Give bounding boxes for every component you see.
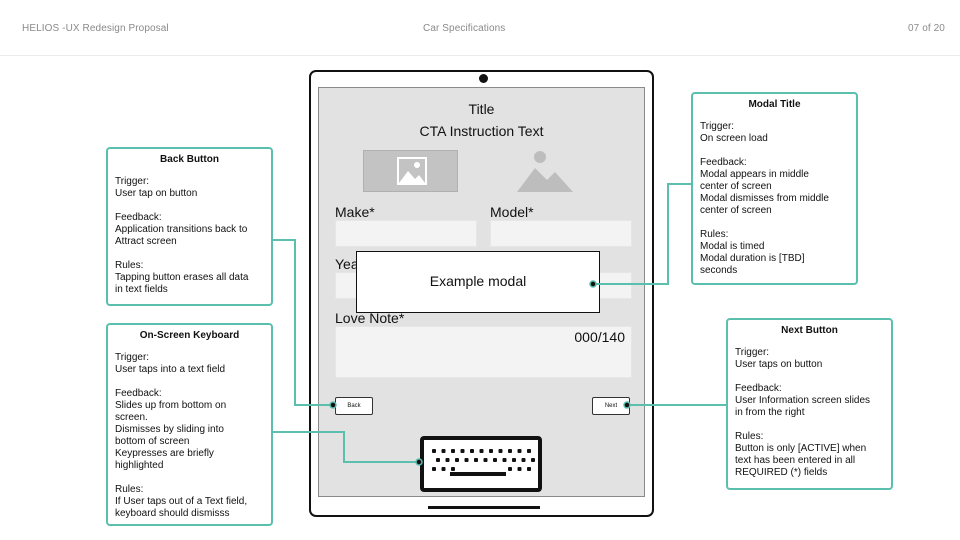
annotation-line: Modal is timed bbox=[700, 241, 765, 252]
annotation-line: Feedback: bbox=[115, 212, 162, 223]
annotation-line: Keypresses are briefly bbox=[115, 448, 214, 459]
annotation-line: On screen load bbox=[700, 133, 768, 144]
example-modal[interactable]: Example modal bbox=[356, 251, 600, 313]
annotation-line: in from the right bbox=[735, 407, 805, 418]
annotation-line: screen. bbox=[115, 412, 148, 423]
annotation-line: Trigger: bbox=[115, 352, 150, 363]
annotation-line: center of screen bbox=[700, 181, 772, 192]
character-counter: 000/140 bbox=[574, 329, 625, 345]
annotation-line: Modal duration is [TBD] bbox=[700, 253, 805, 264]
annotation-line: User Information screen slides bbox=[735, 395, 871, 406]
annotation-line: REQUIRED (*) fields bbox=[735, 467, 828, 478]
annotation-line: bottom of screen bbox=[115, 436, 190, 447]
presentation-title: HELIOS -UX Redesign Proposal bbox=[22, 23, 169, 34]
annotation-line: If User taps out of a Text field, bbox=[115, 496, 248, 507]
annotation-title: Back Button bbox=[160, 154, 219, 165]
annotation-line: Rules: bbox=[115, 484, 144, 495]
cta-instruction: CTA Instruction Text bbox=[419, 123, 544, 139]
camera-dot bbox=[479, 74, 488, 83]
annotation-line: Attract screen bbox=[115, 236, 177, 247]
home-indicator bbox=[428, 506, 540, 509]
love-note-field[interactable]: 000/140 bbox=[335, 326, 632, 378]
annotation-line: Feedback: bbox=[115, 388, 162, 399]
make-label: Make* bbox=[335, 204, 375, 220]
annotation-line: Feedback: bbox=[735, 383, 782, 394]
annotation-line: Rules: bbox=[700, 229, 729, 240]
annotation-title: On-Screen Keyboard bbox=[139, 330, 240, 341]
annotation-line: Modal dismisses from middle bbox=[700, 193, 829, 204]
annotation-line: highlighted bbox=[115, 460, 164, 471]
image-placeholder-icon bbox=[363, 150, 458, 192]
annotation-line: User taps into a text field bbox=[115, 364, 226, 375]
annotation-line: keyboard should dismisss bbox=[115, 508, 230, 519]
annotation-line: in text fields bbox=[115, 284, 168, 295]
annotation-line: Tapping button erases all data bbox=[115, 272, 249, 283]
screen-title: Title bbox=[468, 101, 495, 117]
slide-title: Car Specifications bbox=[423, 23, 506, 34]
annotation-line: User tap on button bbox=[115, 188, 198, 199]
annotation-line: Feedback: bbox=[700, 157, 747, 168]
model-field[interactable] bbox=[490, 220, 632, 247]
annotation-line: Slides up from bottom on bbox=[115, 400, 227, 411]
annotation-line: Button is only [ACTIVE] when bbox=[735, 443, 867, 454]
annotation-title: Next Button bbox=[781, 325, 838, 336]
annotation-line: Trigger: bbox=[115, 176, 150, 187]
annotation-line: text has been entered in all bbox=[735, 455, 856, 466]
model-label: Model* bbox=[490, 204, 534, 220]
tablet-frame: Title CTA Instruction Text Make* Model* … bbox=[309, 70, 654, 517]
annotation-line: Rules: bbox=[115, 260, 144, 271]
annotation-line: Dismisses by sliding into bbox=[115, 424, 224, 435]
annotation-line: Trigger: bbox=[735, 347, 770, 358]
header-divider bbox=[0, 55, 960, 56]
annotation-line: Trigger: bbox=[700, 121, 735, 132]
make-field[interactable] bbox=[335, 220, 477, 247]
annotation-line: seconds bbox=[700, 265, 738, 276]
mountain-image-icon bbox=[517, 150, 575, 192]
annotation-title: Modal Title bbox=[748, 99, 801, 110]
year-label: Yea bbox=[335, 256, 359, 272]
annotation-line: Application transitions back to bbox=[115, 224, 248, 235]
annotation-line: User taps on button bbox=[735, 359, 823, 370]
tablet-screen: Title CTA Instruction Text Make* Model* … bbox=[318, 87, 645, 497]
annotation-line: Rules: bbox=[735, 431, 764, 442]
annotation-on-screen-keyboard: On-Screen Keyboard Trigger:User taps int… bbox=[106, 323, 273, 526]
love-note-label: Love Note* bbox=[335, 310, 405, 326]
annotation-line: Modal appears in middle bbox=[700, 169, 809, 180]
page-counter: 07 of 20 bbox=[908, 23, 945, 34]
annotation-line: center of screen bbox=[700, 205, 772, 216]
